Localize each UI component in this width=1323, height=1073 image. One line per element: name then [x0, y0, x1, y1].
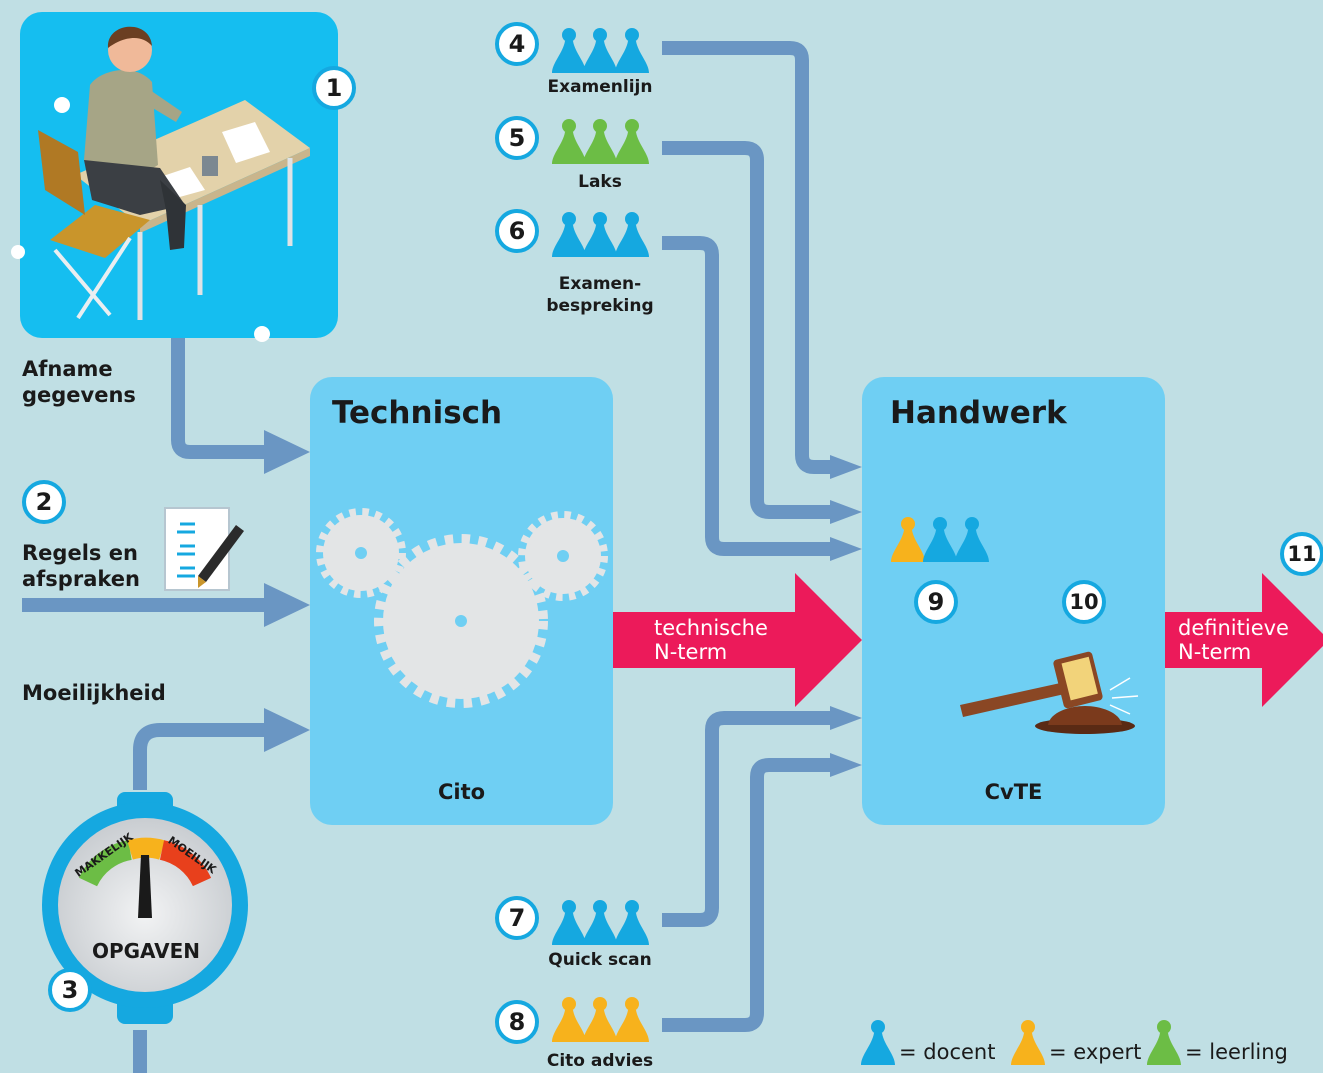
pawns-handwerk: [891, 517, 989, 562]
step-number-2: 2: [22, 480, 66, 524]
handwerk-footer: CvTE: [984, 780, 1043, 804]
gauge-label: OPGAVEN: [92, 939, 200, 963]
connector-laks: [662, 141, 832, 519]
connector-afname: [171, 338, 268, 459]
arrowhead-quickscan: [830, 706, 862, 730]
step-number-11: 11: [1280, 532, 1323, 576]
group-label-examenbespreking: Examen- bespreking: [546, 274, 654, 316]
step-number-9: 9: [914, 580, 958, 624]
arrowhead-afname: [264, 430, 310, 474]
connector-examenlijn: [662, 41, 832, 474]
group-label-quickscan: Quick scan: [548, 950, 652, 970]
handwerk-output-arrow: [1165, 573, 1323, 707]
legend-docent: = docent: [899, 1040, 996, 1064]
arrowhead-regels: [264, 583, 310, 627]
connector-examenbespreking: [662, 236, 832, 556]
technisch-footer: Cito: [437, 780, 486, 804]
checklist-pen-icon: [164, 507, 244, 591]
pawns-laks: [552, 119, 649, 164]
gauge-icon: [42, 792, 248, 1024]
handwerk-title: Handwerk: [890, 395, 1067, 431]
step-number-6: 6: [495, 209, 539, 253]
step-number-10: 10: [1062, 580, 1106, 624]
arrowhead-examenbespreking: [830, 537, 862, 561]
step-number-5: 5: [495, 116, 539, 160]
legend-leerling: = leerling: [1185, 1040, 1288, 1064]
connector-moeilijkheid: [133, 723, 268, 790]
technisch-title: Technisch: [332, 395, 503, 431]
technisch-output-arrow: [613, 573, 862, 707]
afname-label: Afname gegevens: [22, 357, 136, 407]
arrowhead-examenlijn: [830, 455, 862, 479]
legend-expert: = expert: [1049, 1040, 1142, 1064]
step-number-3: 3: [48, 968, 92, 1012]
connector-citoadvies: [662, 758, 832, 1032]
pawns-quickscan: [552, 900, 649, 945]
gavel-icon: [960, 651, 1139, 734]
moeilijkheid-label: Moeilijkheid: [22, 681, 166, 705]
group-label-citoadvies: Cito advies: [546, 1051, 654, 1071]
group-label-laks: Laks: [578, 172, 622, 192]
step-number-4: 4: [495, 22, 539, 66]
pawns-examenlijn: [552, 28, 649, 73]
arrowheads: [264, 430, 862, 777]
pawns-examenbespreking: [552, 212, 649, 257]
arrowhead-citoadvies: [830, 753, 862, 777]
step-number-8: 8: [495, 1000, 539, 1044]
connector-quickscan: [662, 711, 832, 927]
handwerk-panel: [862, 377, 1165, 825]
group-label-examenlijn: Examenlijn: [547, 77, 653, 97]
step-number-1: 1: [312, 66, 356, 110]
technisch-output-label: technische N-term: [654, 616, 768, 664]
handwerk-output-label: definitieve N-term: [1178, 616, 1289, 664]
person-at-desk-icon: [11, 26, 310, 342]
arrowhead-moeilijkheid: [264, 708, 310, 752]
step-number-7: 7: [495, 896, 539, 940]
connectors: [22, 41, 832, 1073]
regels-label: Regels en afspraken: [22, 541, 140, 591]
pawns-citoadvies: [552, 997, 649, 1042]
arrowhead-laks: [830, 500, 862, 524]
